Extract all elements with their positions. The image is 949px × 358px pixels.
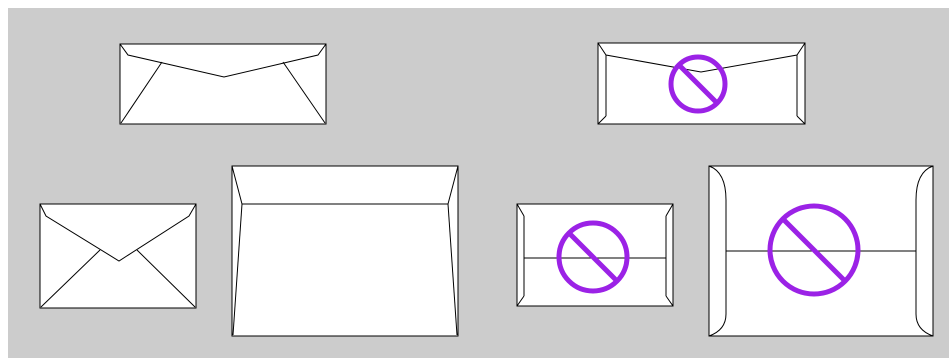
envelope-body (40, 204, 196, 308)
envelope-small-flap-down (40, 204, 196, 308)
envelope-body (120, 44, 326, 124)
envelope-business-flap-open (598, 43, 805, 124)
envelope-body (232, 166, 458, 336)
envelope-large-flap-open (709, 166, 933, 336)
envelope-small-flap-open (517, 204, 673, 306)
envelope-large-flap-down (232, 166, 458, 336)
envelope-business-flap-down (120, 44, 326, 124)
